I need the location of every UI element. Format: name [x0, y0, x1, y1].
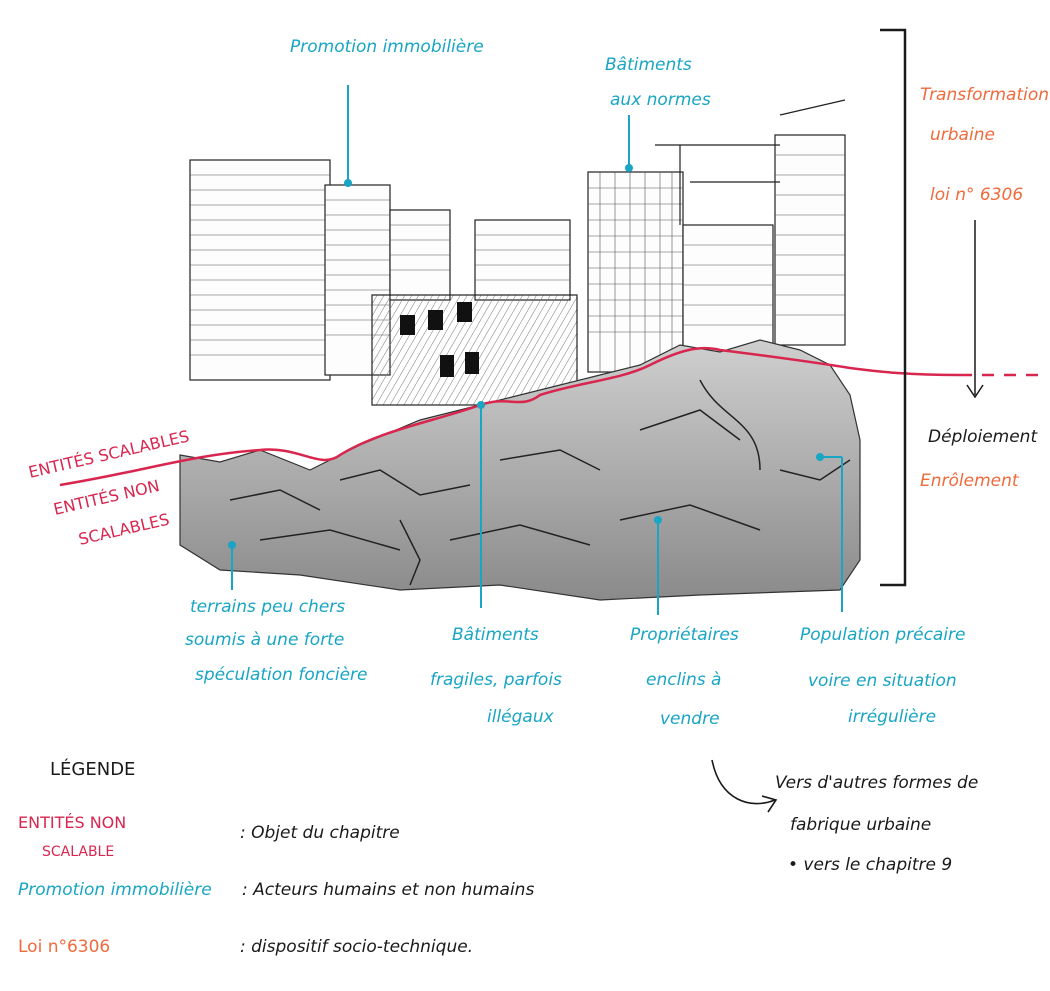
label-proprietaires-1: Propriétaires: [630, 625, 739, 645]
legend-item-1-key-2: SCALABLE: [42, 844, 114, 860]
legend-item-3-desc: : dispositif socio-technique.: [240, 937, 473, 957]
label-entites-non-scalables-2: SCALABLES: [77, 510, 172, 549]
label-vers-autres-1: Vers d'autres formes de: [775, 773, 978, 793]
label-population-2: voire en situation: [808, 671, 957, 691]
label-entites-scalables: ENTITÉS SCALABLES: [27, 426, 191, 481]
label-transformation-1: Transformation: [920, 85, 1049, 105]
label-loi-top: loi n° 6306: [930, 185, 1023, 205]
legend-item-1-key-1: ENTITÉS NON: [18, 813, 126, 832]
label-terrains-2: soumis à une forte: [185, 630, 344, 650]
label-terrains-1: terrains peu chers: [190, 597, 345, 617]
label-proprietaires-2: enclins à: [646, 670, 721, 690]
label-batiments-normes-1: Bâtiments: [605, 55, 692, 75]
tower-small-2: [475, 220, 570, 300]
label-deploiement: Déploiement: [928, 427, 1038, 447]
legend-item-2-desc: : Acteurs humains et non humains: [242, 880, 534, 900]
label-batiments-fragiles-2: fragiles, parfois: [430, 670, 562, 690]
label-proprietaires-3: vendre: [660, 709, 720, 729]
label-vers-autres-2: fabrique urbaine: [790, 815, 931, 835]
label-enrolement: Enrôlement: [920, 471, 1020, 491]
label-population-1: Population précaire: [800, 625, 966, 645]
label-batiments-fragiles-3: illégaux: [487, 707, 555, 727]
legend-item-1-desc: : Objet du chapitre: [240, 823, 400, 843]
legend: LÉGENDE ENTITÉS NON SCALABLE : Objet du …: [18, 758, 534, 957]
curved-arrow-head-icon: [762, 796, 776, 812]
tower-left: [190, 160, 330, 380]
bracket: [880, 30, 905, 585]
tower-normes: [588, 172, 683, 372]
legend-title: LÉGENDE: [50, 758, 135, 780]
tower-right-tall: [775, 135, 845, 345]
label-batiments-fragiles-1: Bâtiments: [452, 625, 539, 645]
label-terrains-3: spéculation foncière: [195, 665, 367, 685]
label-vers-autres-3: • vers le chapitre 9: [788, 855, 952, 875]
label-population-3: irrégulière: [848, 707, 936, 727]
label-batiments-normes-2: aux normes: [610, 90, 711, 110]
legend-item-2-key: Promotion immobilière: [18, 880, 212, 900]
legend-item-3-key: Loi n°6306: [18, 937, 110, 957]
label-transformation-2: urbaine: [930, 125, 995, 145]
label-promotion: Promotion immobilière: [290, 37, 484, 57]
